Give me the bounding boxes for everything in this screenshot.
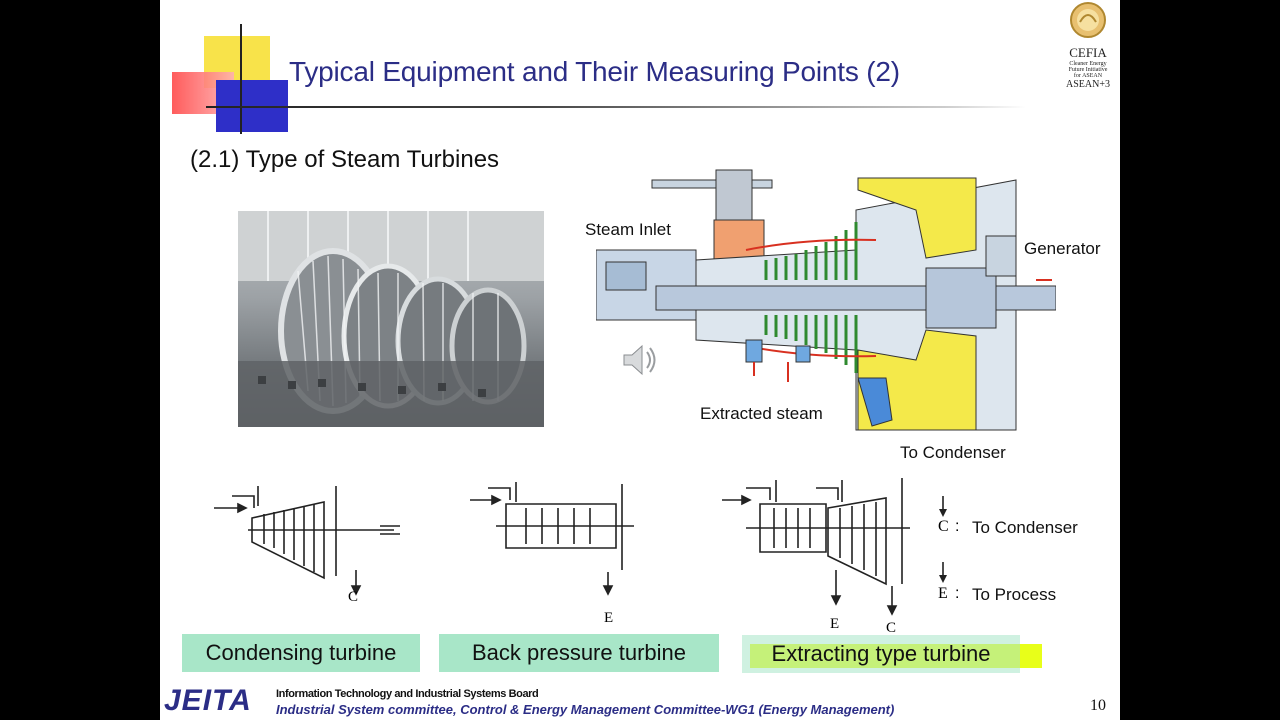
back-pressure-e-letter: E: [604, 610, 614, 626]
label-extracted-steam: Extracted steam: [700, 404, 823, 423]
deco-vertical-line: [240, 24, 242, 134]
cefia-tagline-1: Cleaner Energy: [1069, 61, 1107, 67]
cefia-tagline-2: Future Initiative: [1068, 67, 1108, 73]
section-subtitle: (2.1) Type of Steam Turbines: [190, 146, 500, 173]
extracting-c-letter: C: [886, 620, 897, 636]
cefia-logo: CEFIA Cleaner Energy Future Initiative f…: [1058, 0, 1118, 90]
label-steam-inlet: Steam Inlet: [585, 220, 671, 239]
turbine-cutaway-drawing: [595, 150, 1057, 450]
legend-c-colon: :: [955, 518, 960, 535]
cutaway-graphic: [595, 169, 1057, 431]
deco-horizontal-line: [206, 106, 1026, 108]
footer-board: Information Technology and Industrial Sy…: [276, 688, 539, 700]
legend-process-arrow-icon: [938, 562, 948, 589]
legend-condenser-arrow-icon: [938, 496, 948, 523]
legend-to-condenser: To Condenser: [972, 518, 1078, 537]
audio-speaker-icon[interactable]: [620, 340, 660, 380]
extracting-e-letter: E: [830, 616, 840, 632]
legend-e-label: E: [938, 585, 948, 602]
jeita-logo: JEITA: [164, 684, 252, 717]
footer-committee: Industrial System committee, Control & E…: [276, 702, 895, 717]
cefia-tagline-3: for ASEAN: [1073, 73, 1103, 79]
condensing-turbine-schematic: [204, 478, 414, 608]
type-back-pressure-turbine: Back pressure turbine: [439, 634, 719, 672]
page-title: Typical Equipment and Their Measuring Po…: [289, 56, 900, 87]
legend-to-process: To Process: [972, 585, 1057, 604]
page-number: 10: [1090, 697, 1106, 714]
rotor-blades-graphic: [238, 211, 544, 427]
label-to-condenser-cutaway: To Condenser: [900, 443, 1006, 462]
label-generator: Generator: [1024, 239, 1101, 258]
cefia-emblem-icon: [1070, 2, 1106, 38]
slide: Typical Equipment and Their Measuring Po…: [160, 0, 1120, 720]
cefia-name: CEFIA: [1069, 45, 1107, 60]
legend-e-colon: :: [955, 585, 960, 602]
extracting-turbine-schematic: [716, 474, 916, 624]
type-condensing-turbine: Condensing turbine: [182, 634, 420, 672]
condensing-c-letter: C: [348, 589, 359, 605]
legend-c-label: C: [938, 518, 949, 535]
cefia-region: ASEAN+3: [1066, 79, 1110, 90]
back-pressure-turbine-schematic: [466, 478, 646, 608]
type-extracting-turbine: Extracting type turbine: [742, 635, 1020, 673]
turbine-rotor-photo: [238, 211, 544, 427]
